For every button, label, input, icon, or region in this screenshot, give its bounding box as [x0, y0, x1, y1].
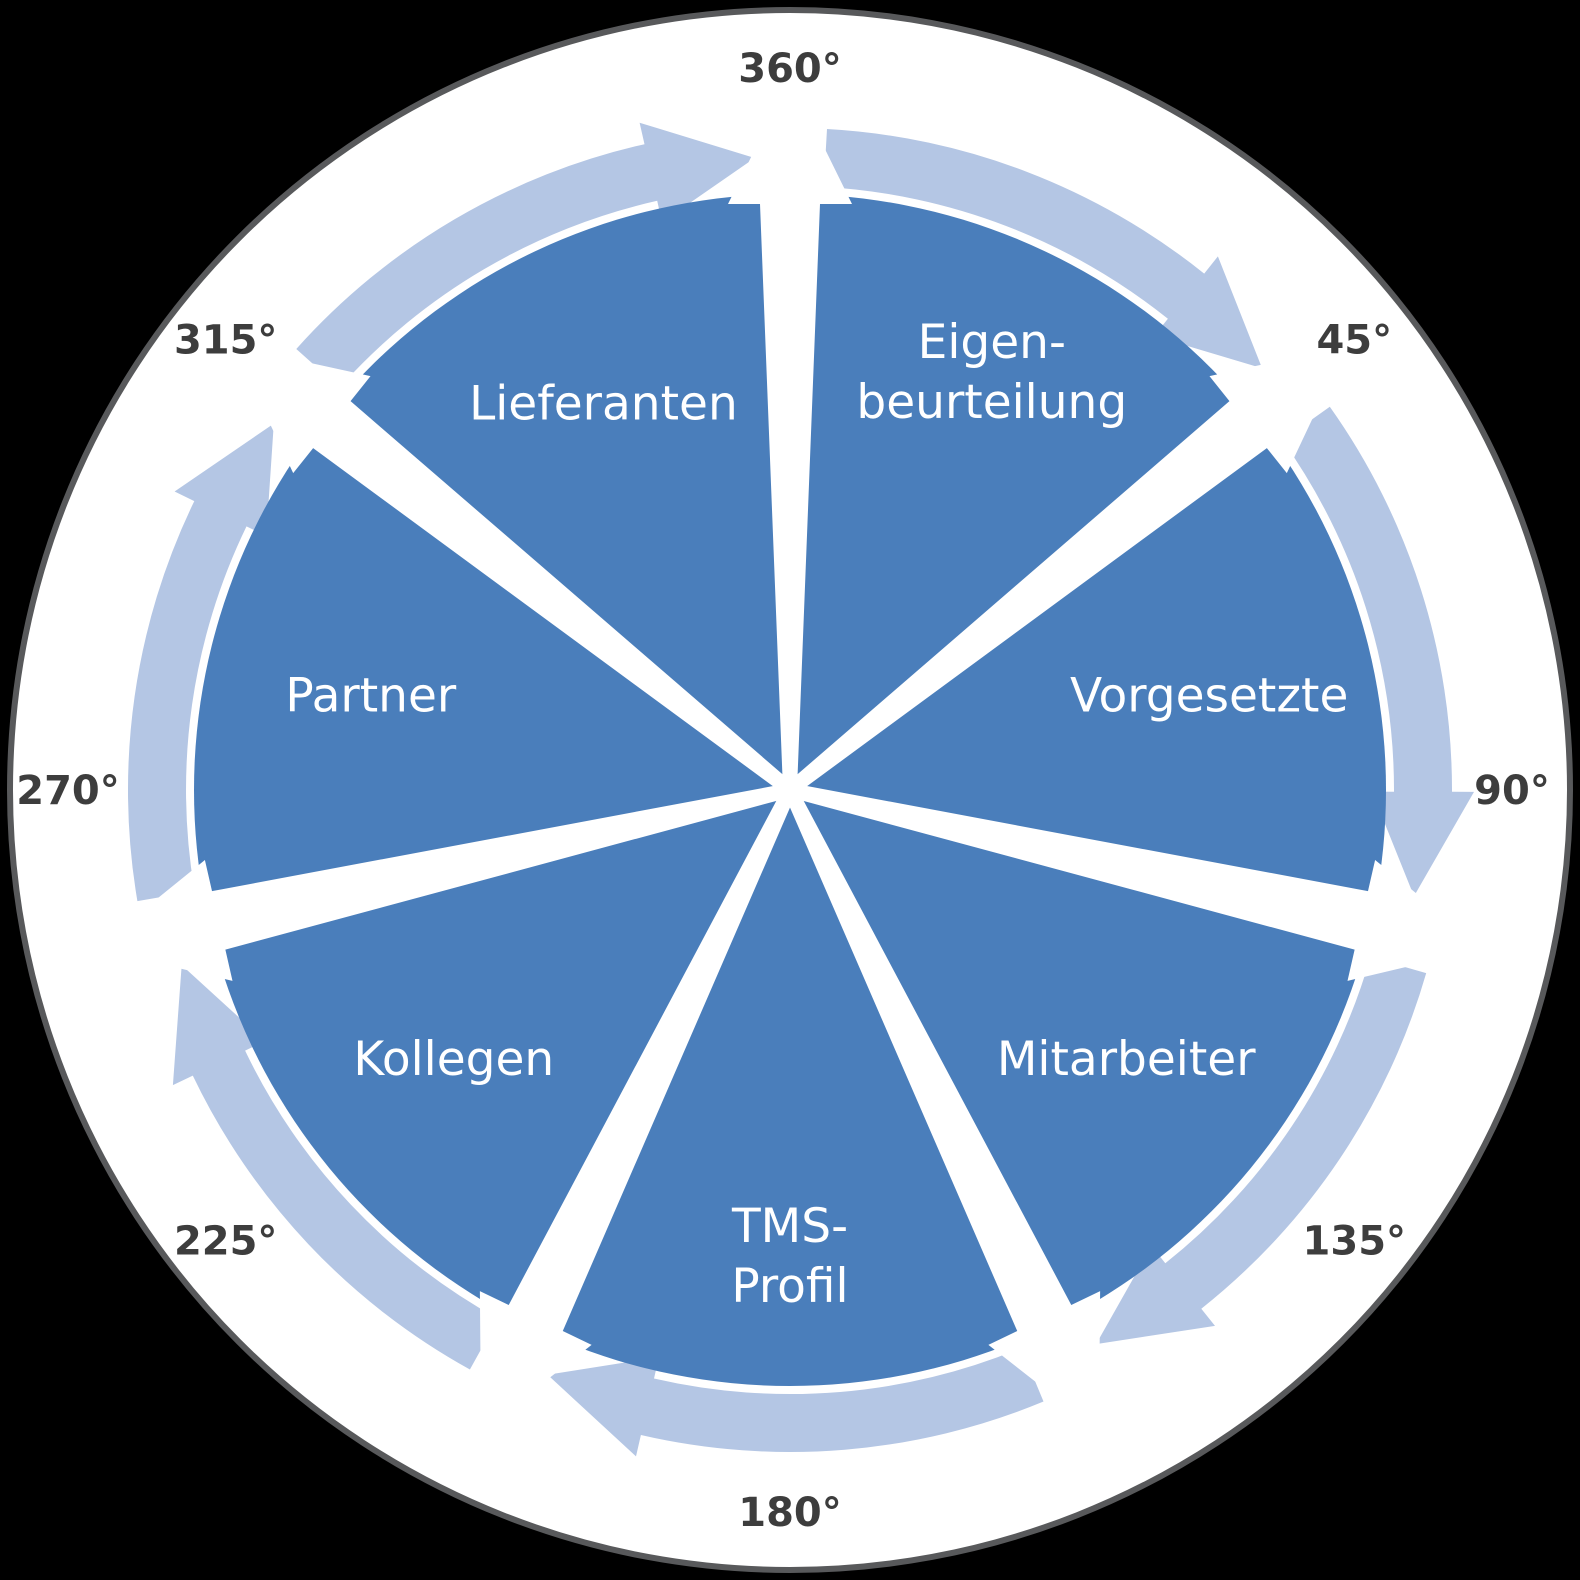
segment-label: Eigen-beurteilung [856, 315, 1127, 430]
segment-label: Kollegen [353, 1032, 554, 1087]
segment-label: Vorgesetzte [1070, 668, 1348, 723]
segment-label: Lieferanten [469, 377, 738, 432]
spoke-arrow [788, 783, 1485, 981]
spoke-arrow [95, 783, 792, 981]
cycle-arc-arrow [127, 423, 274, 902]
spoke-arrow [233, 346, 795, 796]
cycle-arc-arrow [547, 1348, 1044, 1457]
cycle-arc-arrow [172, 965, 498, 1370]
spoke-arrow [783, 786, 1101, 1432]
angle-tick-label: 270° [16, 768, 120, 814]
spoke-arrow [785, 346, 1347, 796]
segment-label: Mitarbeiter [997, 1032, 1256, 1087]
angle-tick-label: 315° [174, 318, 278, 364]
segment-label: TMS-Profil [731, 1199, 849, 1314]
segment-label: Partner [285, 668, 456, 723]
cycle-arc-arrow [1096, 957, 1427, 1345]
angle-tick-label: 360° [738, 46, 842, 92]
cycle-arc-arrow [1282, 406, 1474, 897]
angle-tick-label: 225° [174, 1218, 278, 1264]
angle-tick-label: 45° [1316, 318, 1392, 364]
angle-tick-label: 90° [1474, 768, 1550, 814]
spoke-arrow [479, 786, 797, 1432]
angle-tick-label: 135° [1303, 1218, 1407, 1264]
cycle-arc-arrow [296, 122, 755, 388]
spoke-arrow [728, 78, 852, 790]
angle-tick-label: 180° [738, 1490, 842, 1536]
cycle-arc-arrow [823, 129, 1263, 369]
